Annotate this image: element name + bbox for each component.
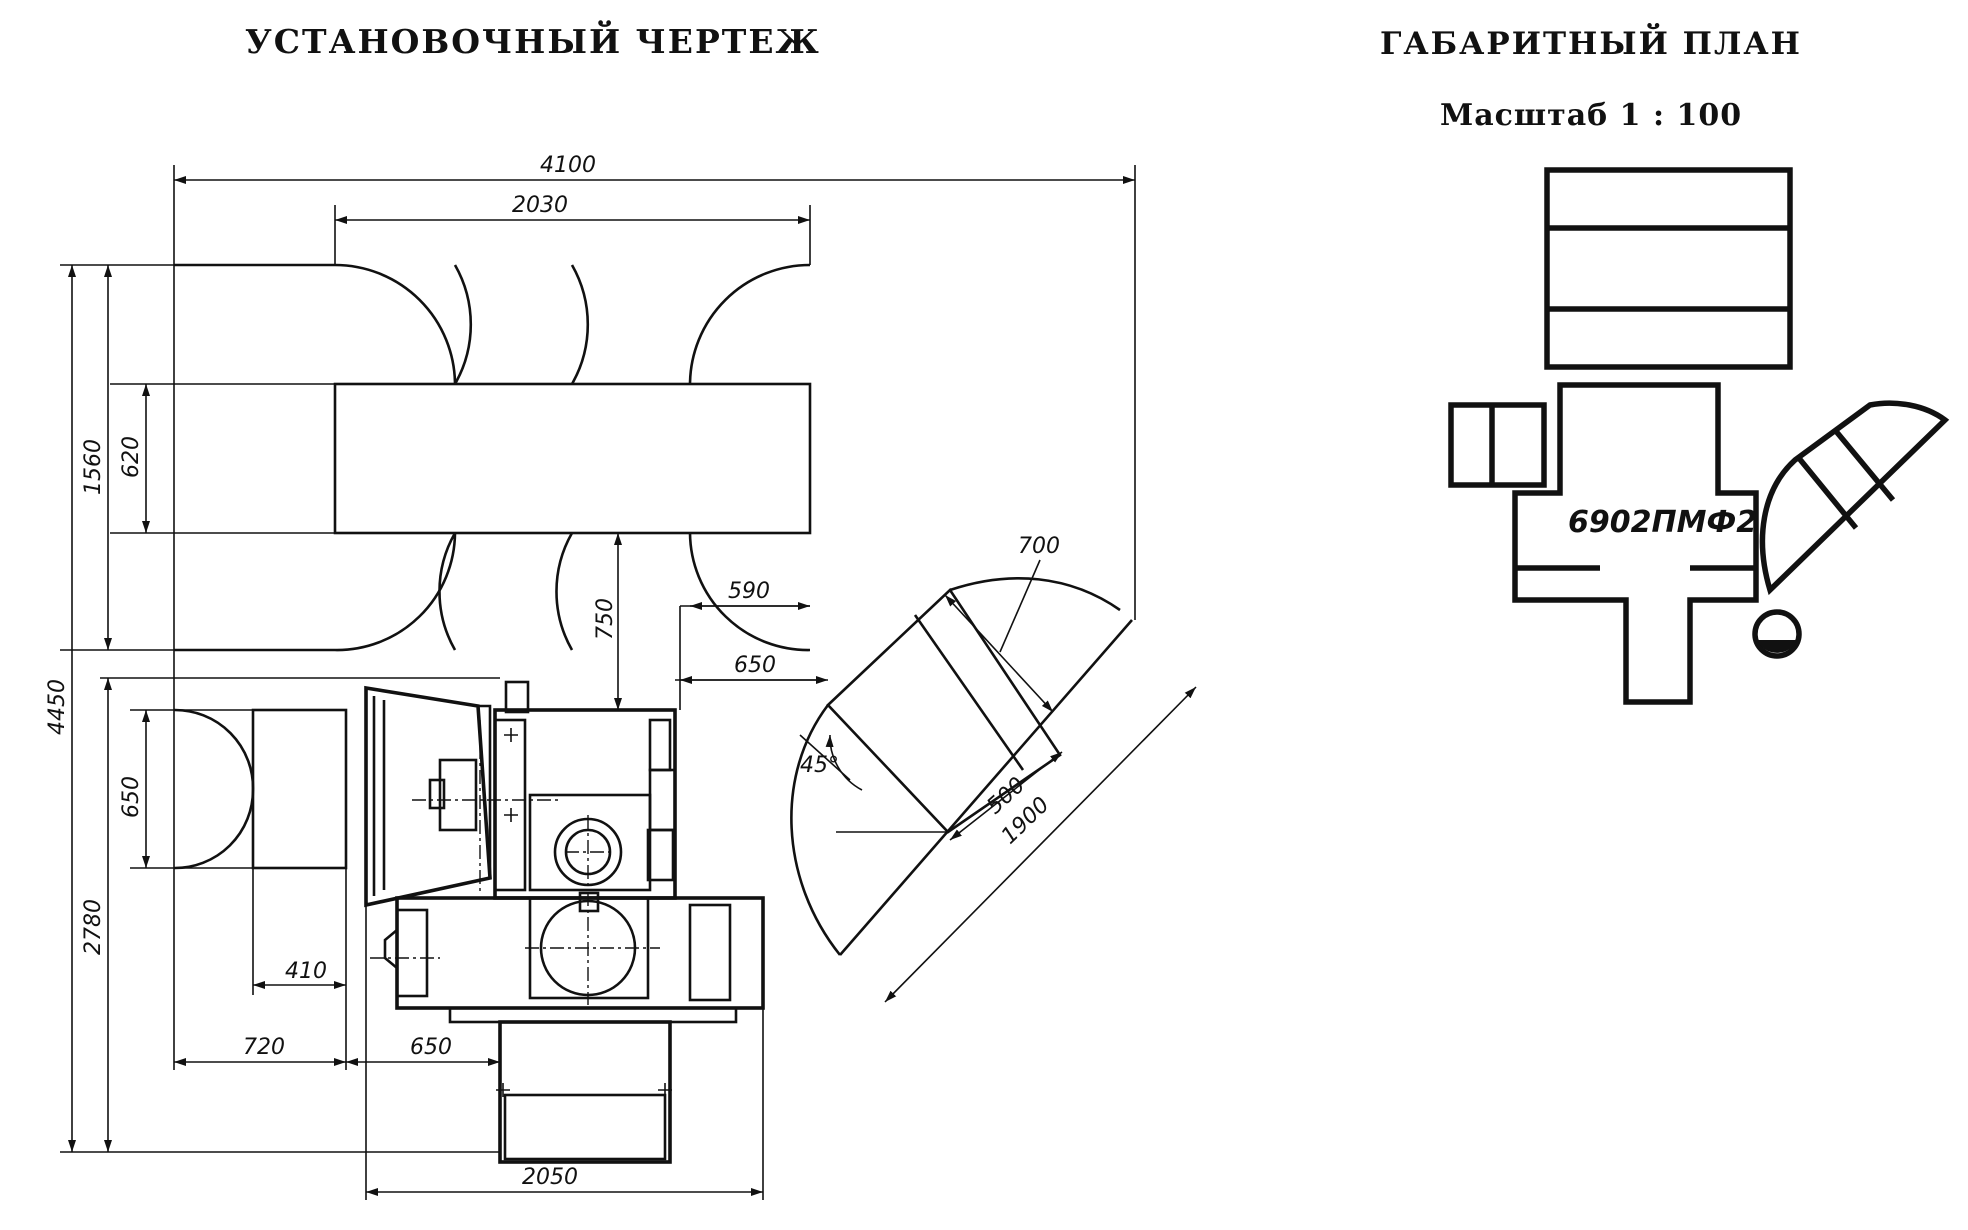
plan-tool-magazine [1448,402,1547,488]
dim-2780: 2780 [81,899,106,955]
machine-body [364,680,765,1164]
dim-angle: 45° [800,753,839,778]
table-body [333,382,812,535]
dim-650-bottom: 650 [410,1035,452,1060]
dim-720: 720 [243,1035,285,1060]
dim-410: 410 [285,959,327,984]
dim-650-left: 650 [119,776,144,818]
overall-plan-title: ГАБАРИТНЫЙ ПЛАН [1380,26,1802,62]
plan-machine-body [1512,382,1759,705]
dim-590: 590 [728,579,770,604]
dim-620: 620 [119,436,144,478]
plan-table [1544,167,1793,370]
dim-650-right: 650 [734,653,776,678]
plan-operator-circle [1752,609,1802,659]
swing-arc [334,263,457,385]
table-area [174,263,812,652]
scale-label: Масштаб 1 : 100 [1440,98,1743,133]
dim-2030: 2030 [512,193,568,218]
plan-pallet [1759,400,1950,596]
pallet-station [790,577,1133,956]
dim-4450: 4450 [45,679,70,735]
installation-drawing-title: УСТАНОВОЧНЫЙ ЧЕРТЕЖ [245,22,821,61]
swing-arc [334,532,457,652]
dim-750: 750 [593,598,618,640]
overall-plan: 6902ПМФ2 [1448,167,1950,705]
dim-1560: 1560 [81,439,106,495]
tool-magazine [173,708,348,870]
dim-700: 700 [1018,534,1060,559]
plan-model-label: 6902ПМФ2 [1568,505,1757,540]
dim-4100: 4100 [540,153,596,178]
dimension-lines: 4100 2030 1560 620 4450 2780 650 750 590… [45,153,1197,1200]
dim-2050: 2050 [522,1165,578,1190]
